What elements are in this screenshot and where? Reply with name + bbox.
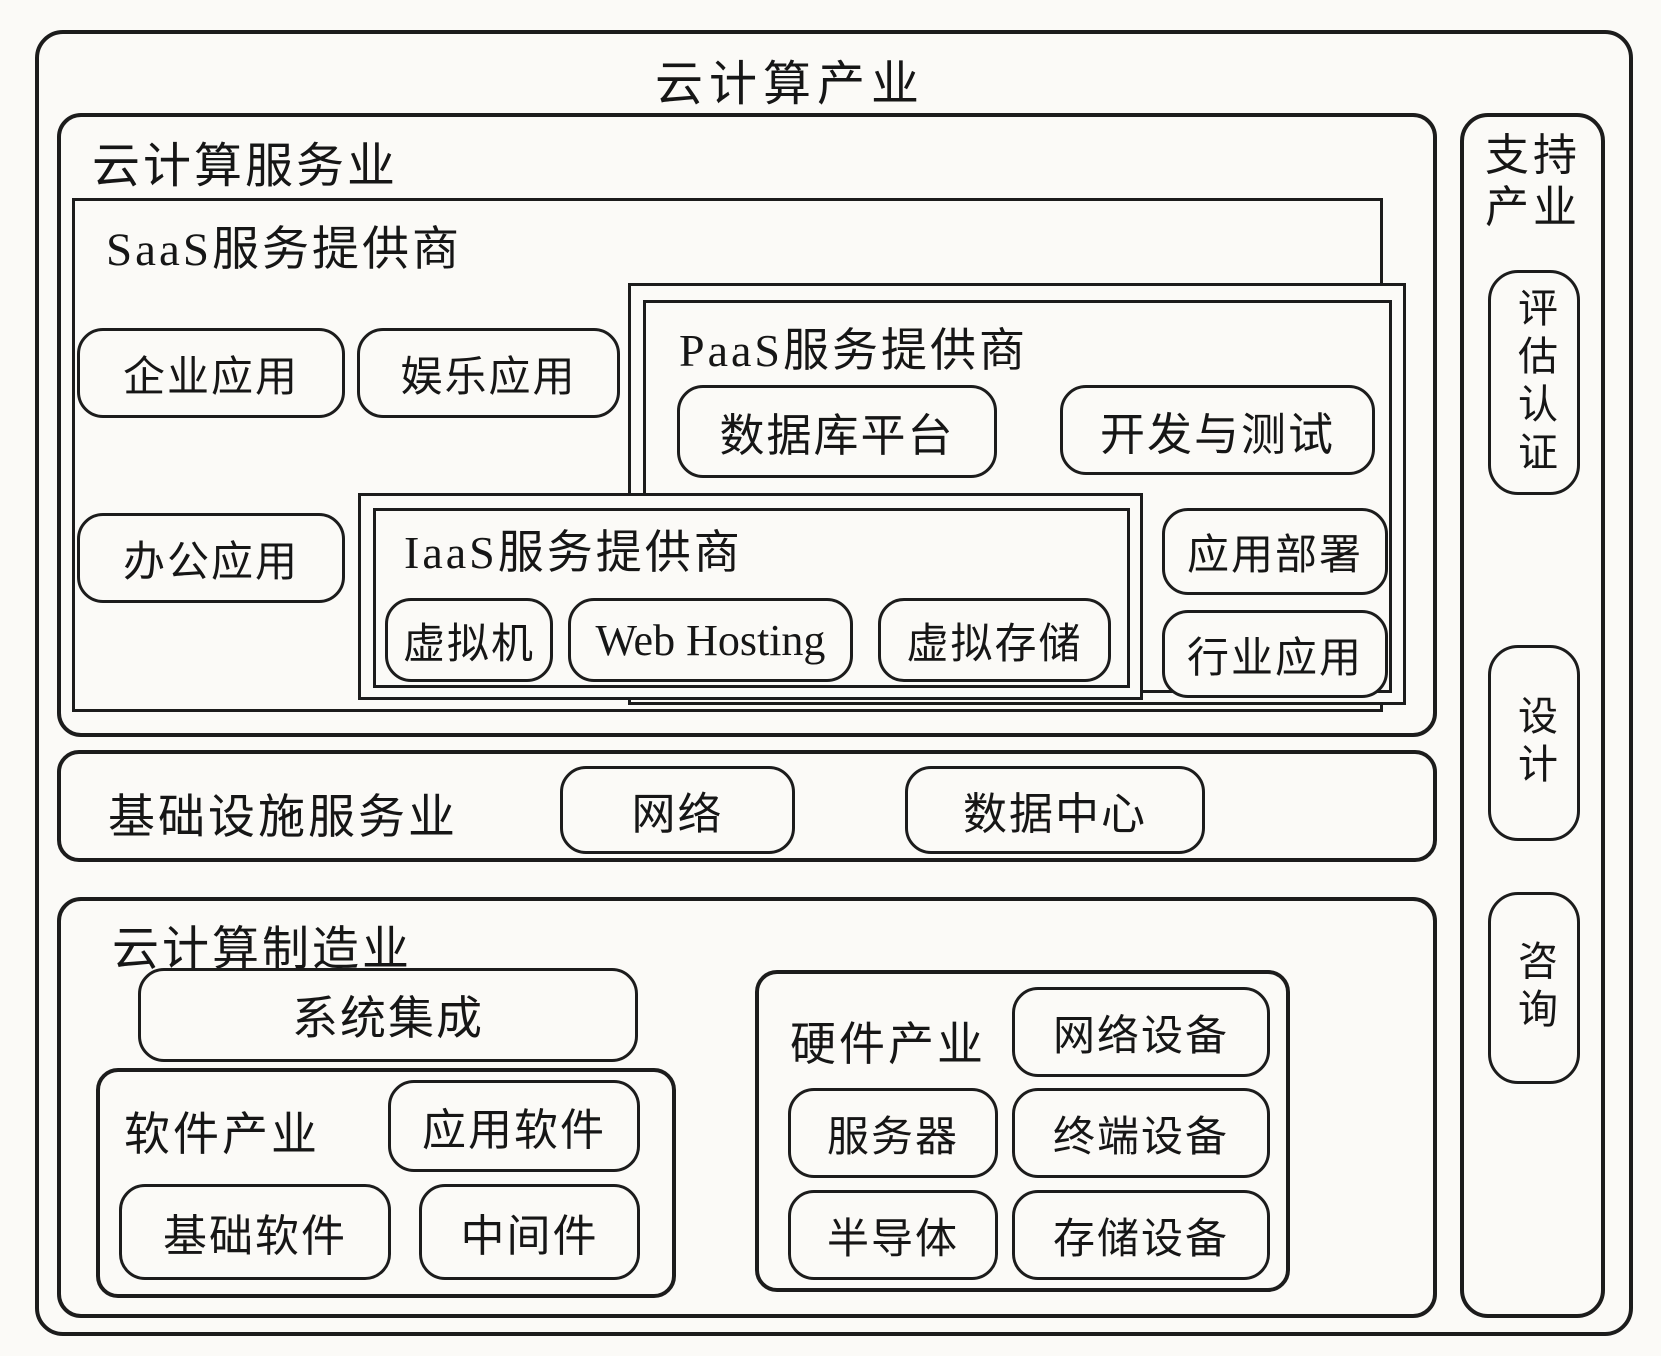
chip-network: 网络 <box>560 766 795 854</box>
chip-assessment-certification: 评估认证 <box>1488 270 1580 495</box>
hardware-industry-box <box>755 970 1290 1292</box>
saas-label: SaaS服务提供商 <box>106 224 462 276</box>
chip-design: 设计 <box>1488 645 1580 841</box>
chip-enterprise-apps: 企业应用 <box>77 328 345 418</box>
services-box <box>57 113 1437 737</box>
paas-label: PaaS服务提供商 <box>679 325 1028 376</box>
chip-datacenter: 数据中心 <box>905 766 1205 854</box>
chip-middleware: 中间件 <box>419 1184 640 1280</box>
chip-entertainment-apps: 娱乐应用 <box>357 328 620 418</box>
chip-server: 服务器 <box>788 1088 998 1178</box>
chip-virtual-storage: 虚拟存储 <box>878 598 1111 682</box>
iaas-inner-box <box>373 508 1130 688</box>
chip-network-equipment: 网络设备 <box>1012 987 1270 1077</box>
chip-semiconductor: 半导体 <box>788 1190 998 1280</box>
chip-database-platform: 数据库平台 <box>677 385 997 478</box>
chip-storage-equipment: 存储设备 <box>1012 1190 1270 1280</box>
support-sidebar-box <box>1460 113 1605 1318</box>
outer-frame <box>35 30 1633 1336</box>
chip-dev-and-test: 开发与测试 <box>1060 385 1375 475</box>
chip-office-apps: 办公应用 <box>77 513 345 603</box>
support-label: 支持产业 <box>1485 131 1581 232</box>
chip-terminal-equipment: 终端设备 <box>1012 1088 1270 1178</box>
manufacturing-label: 云计算制造业 <box>112 924 412 976</box>
chip-application-software: 应用软件 <box>388 1080 640 1172</box>
infrastructure-label: 基础设施服务业 <box>108 792 458 844</box>
chip-app-deployment: 应用部署 <box>1162 508 1388 595</box>
software-industry-box <box>96 1068 676 1298</box>
diagram-title: 云计算产业 <box>654 58 925 111</box>
chip-web-hosting: Web Hosting <box>568 598 853 682</box>
software-industry-label: 软件产业 <box>124 1109 320 1160</box>
iaas-label: IaaS服务提供商 <box>404 527 743 578</box>
chip-basic-software: 基础软件 <box>119 1184 391 1280</box>
services-label: 云计算服务业 <box>92 140 399 193</box>
chip-virtual-machine: 虚拟机 <box>385 598 553 682</box>
infrastructure-box <box>57 750 1437 862</box>
chip-consulting: 咨询 <box>1488 892 1580 1084</box>
manufacturing-box <box>57 897 1437 1318</box>
hardware-industry-label: 硬件产业 <box>790 1019 986 1070</box>
chip-system-integration: 系统集成 <box>138 968 638 1062</box>
chip-industry-apps: 行业应用 <box>1162 610 1388 698</box>
